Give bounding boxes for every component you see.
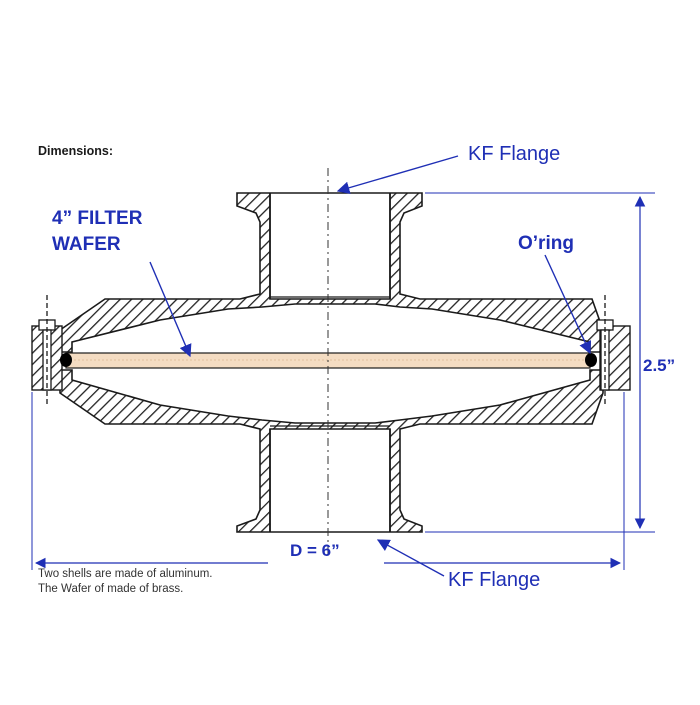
filter-wafer-leader bbox=[149, 261, 192, 358]
oring-leader bbox=[544, 254, 591, 355]
right-bolt bbox=[596, 295, 614, 405]
diameter-dimension-label: D = 6” bbox=[290, 541, 340, 560]
material-note-wafer: The Wafer of made of brass. bbox=[38, 583, 184, 595]
right-oring bbox=[585, 353, 597, 367]
left-oring bbox=[60, 353, 72, 367]
material-note-shells: Two shells are made of aluminum. bbox=[38, 568, 213, 580]
kf-flange-top-label: KF Flange bbox=[468, 143, 561, 165]
lower-shell bbox=[59, 369, 604, 533]
oring-label: O’ring bbox=[518, 233, 574, 254]
dimensions-title: Dimensions: bbox=[38, 144, 114, 158]
filter-wafer-label-line1: 4” FILTER bbox=[52, 208, 143, 229]
filter-wafer-label-line2: WAFER bbox=[52, 234, 121, 255]
kf-flange-bottom-leader bbox=[376, 539, 445, 577]
kf-flange-bottom-label: KF Flange bbox=[448, 569, 541, 591]
kf-flange-top-leader bbox=[336, 155, 459, 194]
height-dimension-label: 2.5” bbox=[643, 356, 676, 375]
left-bolt bbox=[38, 295, 56, 405]
